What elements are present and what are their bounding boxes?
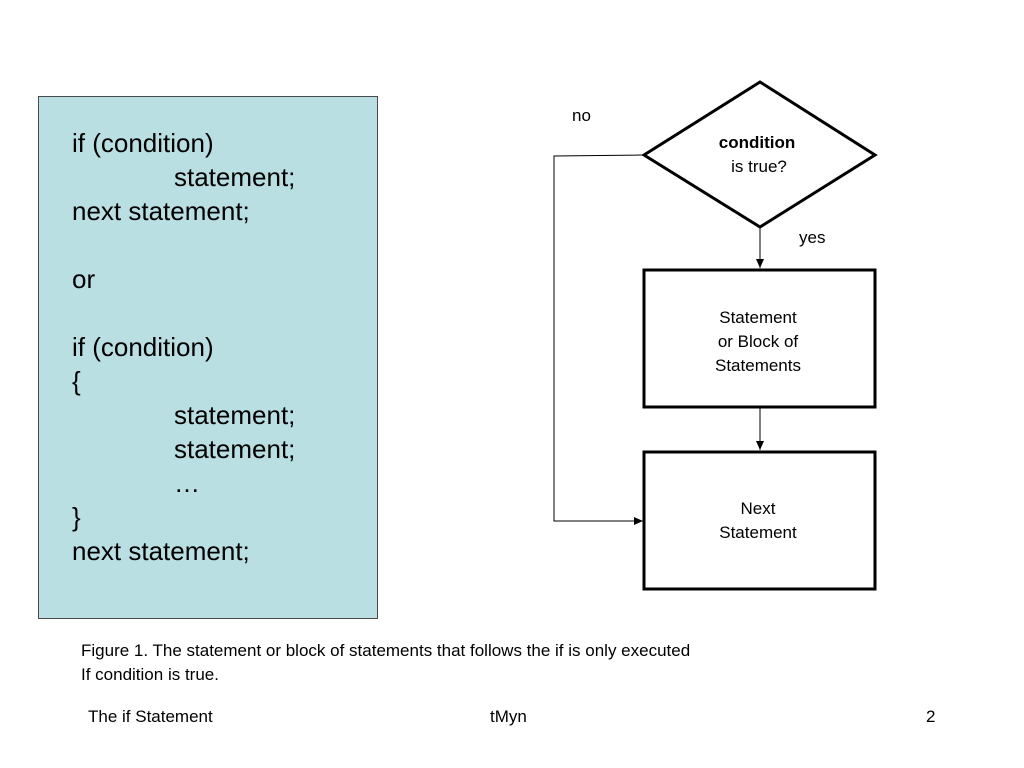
code-line-8: statement; xyxy=(174,434,296,464)
code-line-4: or xyxy=(72,264,96,294)
code-panel: if (condition) statement; next statement… xyxy=(38,96,378,619)
statement-block-line1: Statement xyxy=(719,308,797,327)
decision-label-bold: condition xyxy=(719,133,795,152)
code-line-11: next statement; xyxy=(72,536,250,566)
code-line-7: statement; xyxy=(174,400,296,430)
code-line-10: } xyxy=(72,502,81,532)
code-line-2: statement; xyxy=(174,162,296,192)
yes-label: yes xyxy=(799,228,825,247)
no-branch-line xyxy=(553,154,645,525)
code-line-9: … xyxy=(174,468,200,498)
code-line-1: if (condition) xyxy=(72,128,214,158)
footer-author: tMyn xyxy=(490,707,527,726)
figure-caption: Figure 1. The statement or block of stat… xyxy=(81,639,841,687)
code-line-3: next statement; xyxy=(72,196,250,226)
decision-diamond xyxy=(641,80,878,229)
next-statement-line2: Statement xyxy=(719,523,797,542)
next-statement-line1: Next xyxy=(741,499,776,518)
no-label: no xyxy=(572,106,591,125)
code-line-5: if (condition) xyxy=(72,332,214,362)
statement-block-line3: Statements xyxy=(715,356,801,375)
statement-block-line2: or Block of xyxy=(718,332,799,351)
code-line-6: { xyxy=(72,366,81,396)
next-statement-box xyxy=(642,450,877,591)
footer-page-number: 2 xyxy=(926,707,936,726)
footer-title: The if Statement xyxy=(88,707,213,726)
caption-line-1: Figure 1. The statement or block of stat… xyxy=(81,641,691,660)
statement-block-box xyxy=(642,268,877,409)
caption-line-2: If condition is true. xyxy=(81,665,219,684)
decision-label: is true? xyxy=(731,157,787,176)
